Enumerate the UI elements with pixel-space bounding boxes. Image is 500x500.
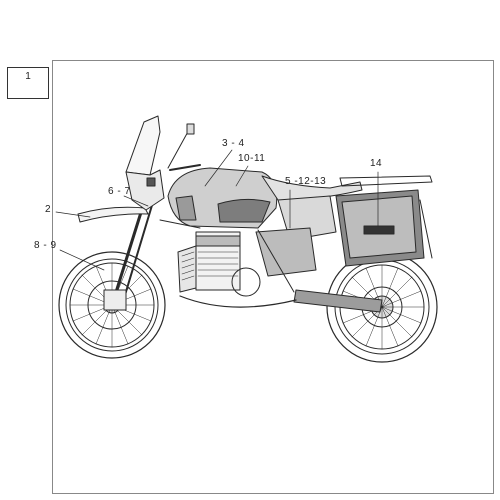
callout-3-4: 3 - 4 — [222, 138, 245, 149]
leader-10-11 — [235, 165, 249, 187]
headlight-fairing — [125, 169, 165, 211]
handlebar — [169, 164, 201, 171]
tank-panel — [217, 198, 271, 223]
callout-8-9: 8 - 9 — [34, 240, 57, 251]
leader-6-7 — [123, 195, 149, 207]
callout-2: 2 — [45, 204, 52, 215]
leader-2 — [55, 211, 91, 218]
side-pannier — [335, 189, 433, 267]
luggage-rack — [339, 175, 433, 187]
reference-box: 1 — [7, 67, 49, 99]
engine — [177, 231, 261, 297]
callout-10-11: 10-11 — [238, 153, 266, 164]
mirror — [186, 123, 195, 135]
frame-side-panel — [255, 227, 317, 277]
leader-8-9 — [59, 249, 105, 271]
callout-5-12-13: 5 -12-13 — [285, 176, 327, 187]
exhaust-pipe — [179, 295, 297, 308]
swingarm — [293, 289, 383, 313]
front-fender — [77, 206, 149, 223]
tank-side-decal — [175, 195, 197, 221]
leader-lines — [55, 149, 379, 271]
callout-14: 14 — [370, 158, 383, 169]
frame-rail — [257, 229, 295, 293]
reference-box-label: 1 — [25, 71, 31, 82]
callout-6-7: 6 - 7 — [108, 186, 131, 197]
frame-downtube — [159, 219, 201, 229]
headlight — [146, 177, 156, 187]
diagram-frame — [52, 60, 494, 494]
windscreen — [125, 115, 161, 176]
leader-3-4 — [204, 149, 233, 187]
mirror-stem — [167, 127, 191, 169]
